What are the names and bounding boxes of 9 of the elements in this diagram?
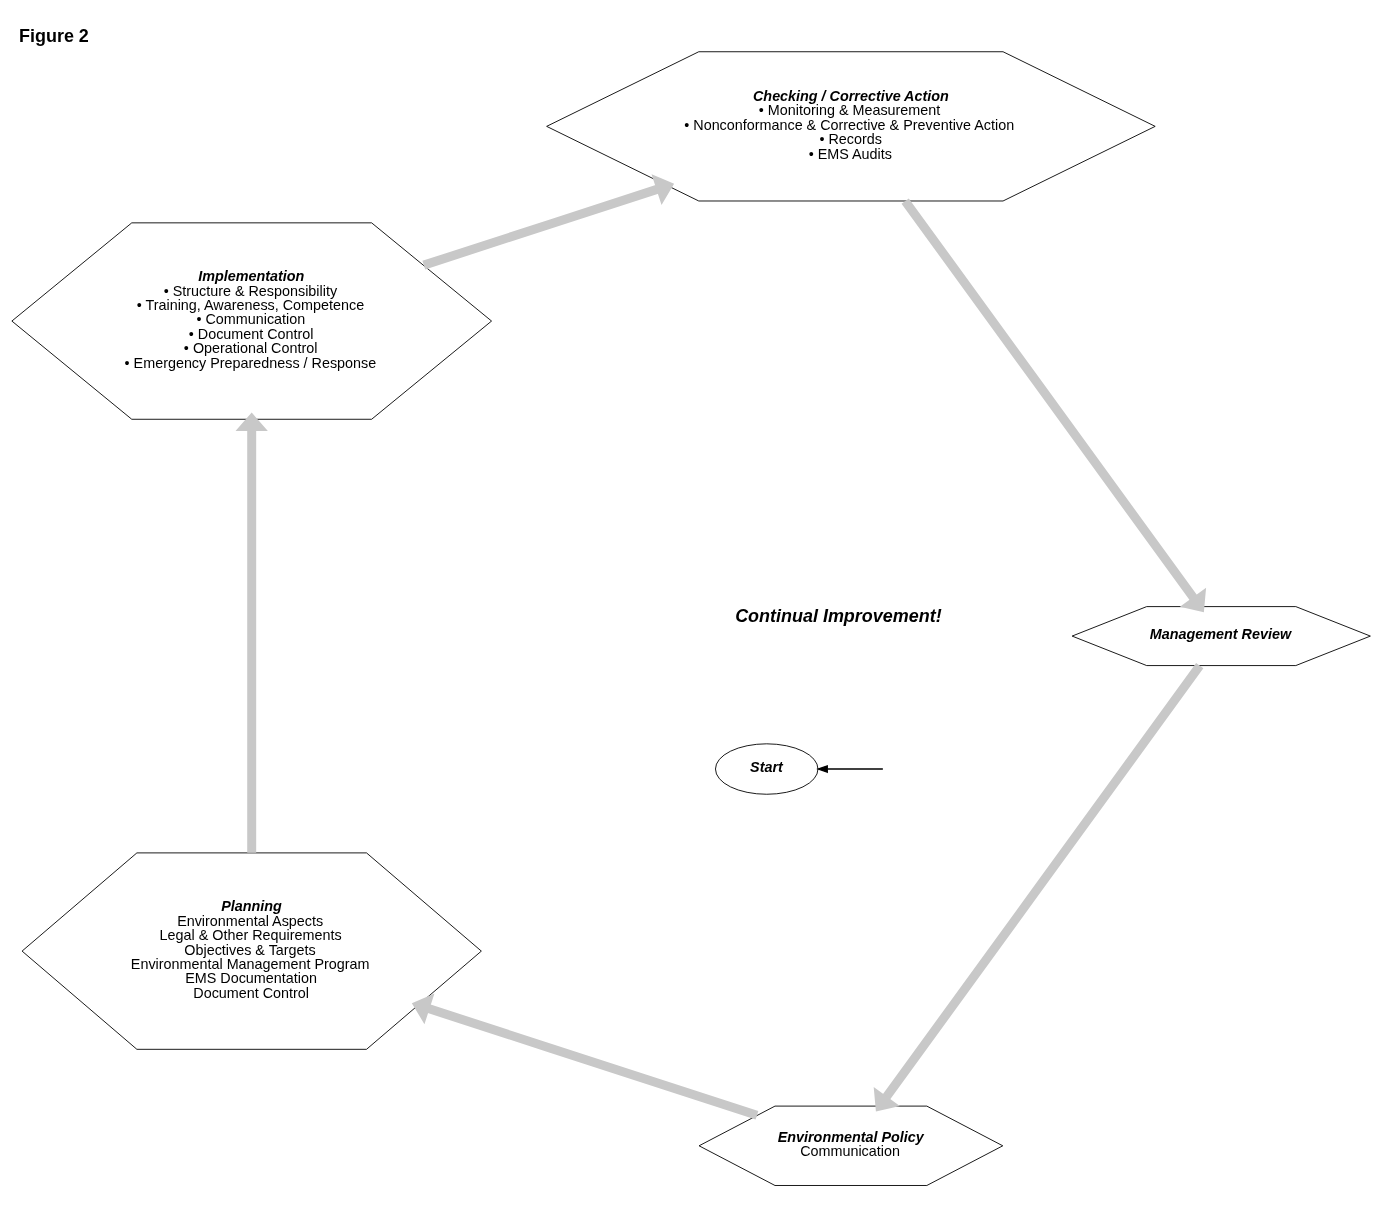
arrow — [411, 993, 759, 1120]
arrow — [422, 174, 675, 270]
arrow — [901, 198, 1207, 613]
arrow — [816, 764, 884, 774]
node-ellipse: Start — [715, 743, 819, 795]
arrow — [873, 663, 1204, 1112]
arrow — [235, 412, 268, 853]
label: Continual Improvement! — [735, 605, 942, 626]
diagram-title: Figure 2 — [19, 25, 89, 46]
